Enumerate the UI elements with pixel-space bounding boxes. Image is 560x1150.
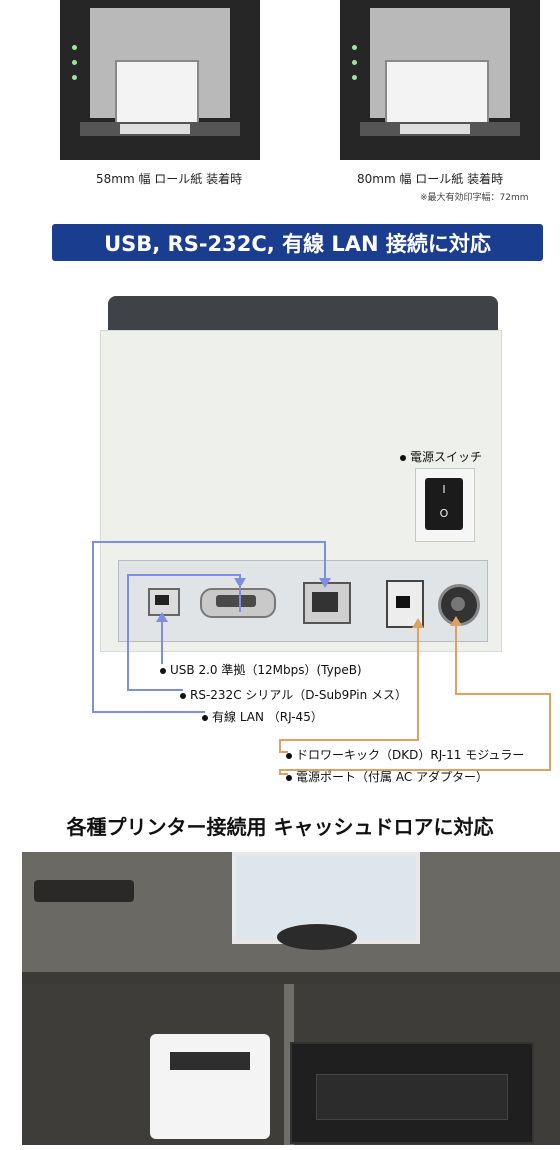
- switch-off-symbol: O: [439, 507, 449, 520]
- lan-arrow: [319, 578, 331, 588]
- lan-port-icon: [303, 582, 351, 624]
- connectivity-banner: USB, RS-232C, 有線 LAN 接続に対応: [52, 224, 543, 261]
- bullet-dot: [286, 752, 292, 759]
- tablet-pos: [232, 852, 420, 944]
- dkd-line: [279, 624, 419, 753]
- status-leds: [352, 45, 360, 105]
- callout-serial: RS-232C シリアル（D-Sub9Pin メス）: [180, 686, 407, 703]
- cash-drawer-heading: 各種プリンター接続用 キャッシュドロアに対応: [66, 815, 494, 839]
- serial-port-icon: [200, 588, 276, 618]
- tray: [34, 880, 134, 902]
- power-switch: I O: [425, 478, 463, 530]
- usb-arrow: [156, 612, 168, 622]
- serial-arrow: [234, 578, 246, 588]
- caption-80mm: 80mm 幅 ロール紙 装着時: [357, 172, 504, 186]
- bullet-dot: [400, 454, 406, 461]
- callout-serial-label: RS-232C シリアル（D-Sub9Pin メス）: [190, 688, 408, 702]
- callout-usb-label: USB 2.0 準拠（12Mbps）(TypeB): [170, 663, 362, 677]
- paper-roll-58mm: [115, 60, 199, 124]
- callout-power: 電源ポート（付属 AC アダプター）: [286, 768, 488, 785]
- dkd-arrow: [412, 618, 424, 628]
- power-switch-callout: 電源スイッチ: [400, 448, 482, 465]
- printer-80mm-photo: [340, 0, 540, 160]
- bullet-dot: [202, 714, 208, 721]
- max-print-width-note: ※最大有効印字幅：72mm: [420, 193, 529, 203]
- bullet-dot: [160, 667, 166, 674]
- printer-lid: [108, 296, 498, 336]
- lan-line: [92, 541, 326, 713]
- callout-usb: USB 2.0 準拠（12Mbps）(TypeB): [160, 661, 362, 678]
- usb-port-icon: [148, 588, 180, 616]
- switch-on-symbol: I: [442, 483, 446, 496]
- printer-58mm-photo: [60, 0, 260, 160]
- store-counter-photo: [22, 852, 560, 1145]
- callout-dkd: ドロワーキック（DKD）RJ-11 モジュラー: [286, 746, 524, 763]
- counter-edge: [22, 972, 560, 984]
- power-port-icon: [438, 584, 480, 626]
- cash-drawer: [290, 1042, 534, 1144]
- warning-label: [400, 124, 470, 134]
- callout-power-label: 電源ポート（付属 AC アダプター）: [296, 770, 489, 784]
- callout-lan-label: 有線 LAN （RJ-45）: [212, 710, 323, 724]
- callout-dkd-label: ドロワーキック（DKD）RJ-11 モジュラー: [296, 748, 525, 762]
- status-leds: [72, 45, 80, 105]
- drawer-kick-port-icon: [386, 580, 424, 628]
- warning-label: [120, 124, 190, 134]
- receipt-printer: [150, 1034, 270, 1139]
- caption-58mm: 58mm 幅 ロール紙 装着時: [96, 172, 243, 186]
- bullet-dot: [180, 692, 186, 699]
- power-switch-label: 電源スイッチ: [410, 450, 483, 464]
- tablet-stand: [277, 924, 357, 950]
- bullet-dot: [286, 774, 292, 781]
- power-arrow: [450, 616, 462, 626]
- power-line: [279, 622, 551, 775]
- connector-lines: [92, 541, 551, 775]
- callout-lan: 有線 LAN （RJ-45）: [202, 708, 323, 725]
- shelf-divider: [284, 984, 294, 1145]
